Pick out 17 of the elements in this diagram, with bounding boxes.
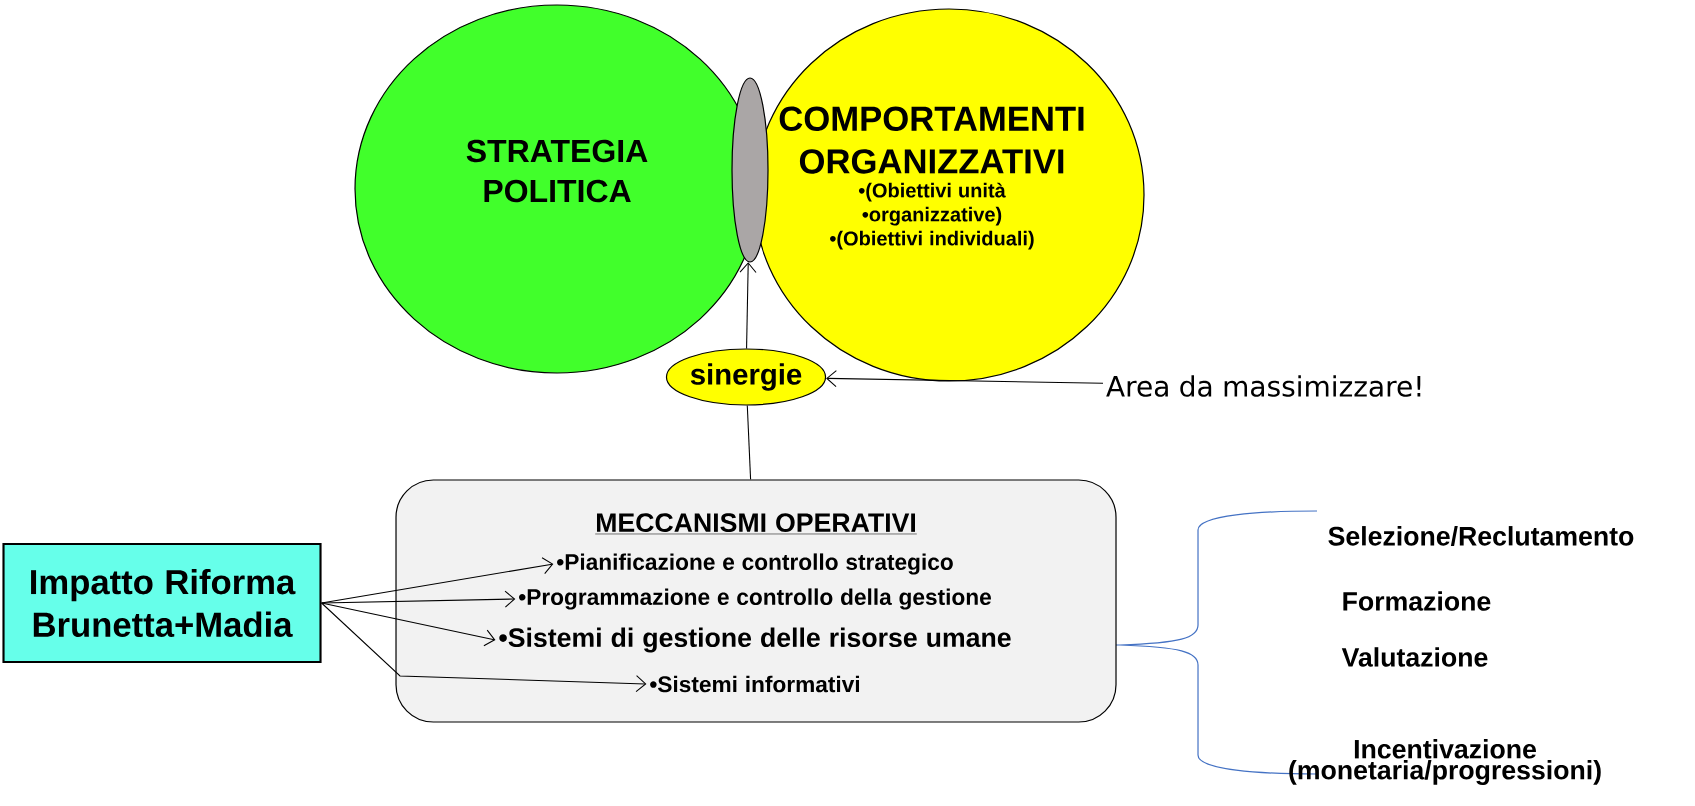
- arrow: [826, 370, 1104, 388]
- list-item: Selezione/Reclutamento: [1328, 526, 1634, 546]
- bullet-text: •Pianificazione e controllo strategico: [557, 553, 953, 575]
- bullet-text: •Programmazione e controllo della gestione: [519, 588, 991, 610]
- arrow: [321, 602, 496, 647]
- list-item: Formazione: [1343, 591, 1491, 611]
- process-box: Impatto Riforma Brunetta+Madia: [2, 542, 322, 664]
- ellipse-shape: [731, 77, 769, 263]
- oval-label: sinergie: [665, 348, 827, 406]
- arrow: [321, 602, 647, 693]
- list-item: Incentivazione (monetaria/progressioni): [1289, 739, 1601, 785]
- arrow: [739, 262, 757, 349]
- bullet-text: •Sistemi di gestione delle risorse umane: [499, 627, 1011, 653]
- arrow: [321, 590, 516, 608]
- arrow: [321, 557, 554, 604]
- list-item: Valutazione: [1341, 647, 1488, 667]
- bullet-text: •Sistemi informativi: [650, 675, 859, 693]
